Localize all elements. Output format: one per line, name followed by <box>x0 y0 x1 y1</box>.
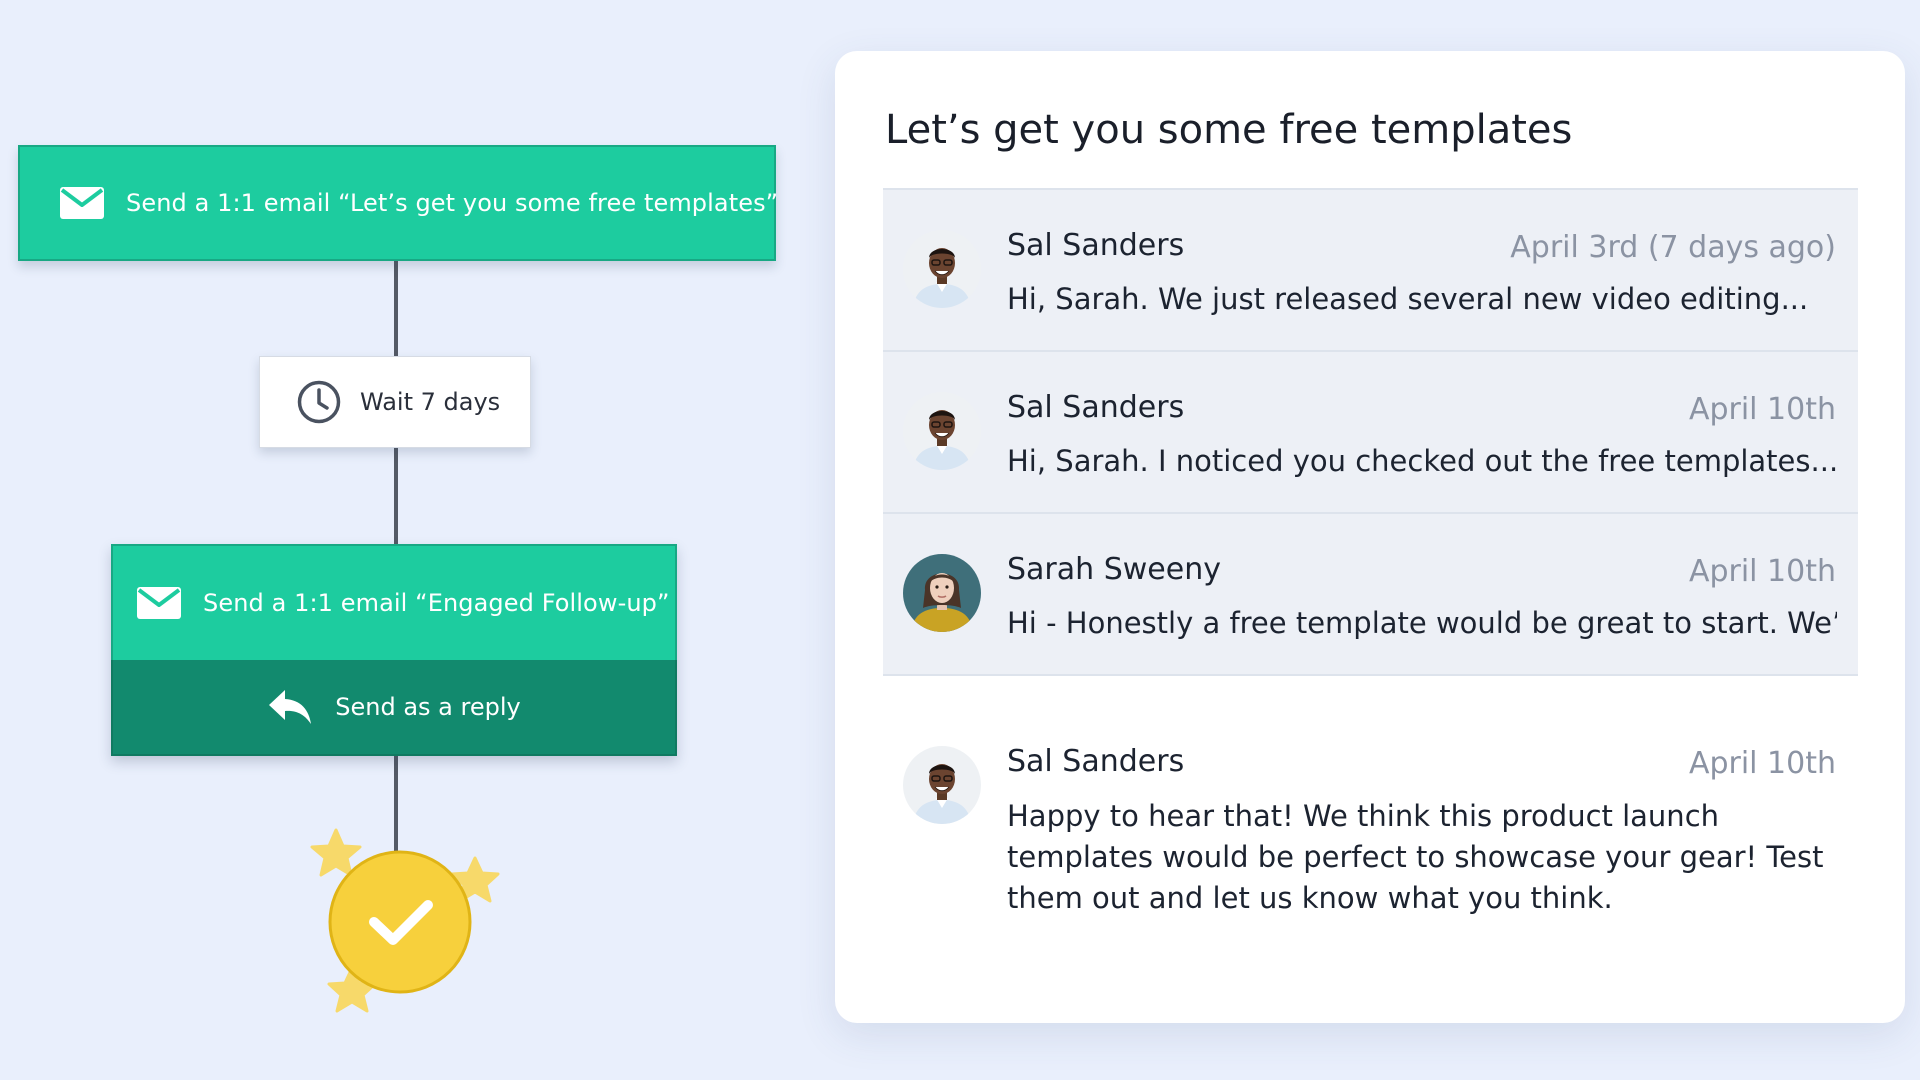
message-body: Happy to hear that! We think this produc… <box>1007 799 1824 915</box>
goal-complete-badge <box>300 820 520 1020</box>
envelope-icon <box>137 587 181 619</box>
send-as-reply-label: Send as a reply <box>335 693 521 721</box>
workflow-connector <box>394 448 398 544</box>
clock-icon <box>296 379 342 425</box>
message-list: Sal Sanders April 3rd (7 days ago) Hi, S… <box>883 188 1858 976</box>
message-date: April 10th <box>1688 392 1836 427</box>
followup-email-header[interactable]: Send a 1:1 email “Engaged Follow-up” <box>111 544 677 660</box>
email-thread-panel: Let’s get you some free templates Sal Sa… <box>835 51 1905 1023</box>
send-as-reply-option[interactable]: Send as a reply <box>111 660 677 756</box>
message-date: April 10th <box>1688 746 1836 781</box>
followup-email-label: Send a 1:1 email “Engaged Follow-up” <box>203 589 670 617</box>
message-preview: Hi, Sarah. We just released several new … <box>1007 282 1809 316</box>
reply-arrow-icon <box>267 688 313 726</box>
message-item[interactable]: Sal Sanders April 10th Hi, Sarah. I noti… <box>883 352 1858 514</box>
message-sender: Sal Sanders <box>1007 228 1185 263</box>
message-preview: Hi - Honestly a free template would be g… <box>1007 606 1837 640</box>
send-email-step-free-templates[interactable]: Send a 1:1 email “Let’s get you some fre… <box>18 145 779 261</box>
message-date: April 3rd (7 days ago) <box>1510 230 1836 265</box>
workflow-connector <box>394 756 398 852</box>
wait-step[interactable]: Wait 7 days <box>259 356 531 448</box>
avatar-sal-sanders <box>903 392 981 470</box>
star-icon <box>310 828 362 877</box>
avatar-sarah-sweeny <box>903 554 981 632</box>
message-item[interactable]: Sarah Sweeny April 10th Hi - Honestly a … <box>883 514 1858 676</box>
avatar-sal-sanders <box>903 230 981 308</box>
message-sender: Sarah Sweeny <box>1007 552 1221 587</box>
workflow-connector <box>394 261 398 356</box>
avatar-sal-sanders <box>903 746 981 824</box>
thread-title: Let’s get you some free templates <box>885 107 1573 153</box>
message-sender: Sal Sanders <box>1007 390 1185 425</box>
wait-step-label: Wait 7 days <box>360 388 501 416</box>
message-item[interactable]: Sal Sanders April 3rd (7 days ago) Hi, S… <box>883 190 1858 352</box>
send-email-step-engaged-follow-up[interactable]: Send a 1:1 email “Engaged Follow-up” Sen… <box>111 544 677 756</box>
message-sender: Sal Sanders <box>1007 744 1185 779</box>
message-item-expanded[interactable]: Sal Sanders April 10th Happy to hear tha… <box>883 676 1858 976</box>
send-email-step-label: Send a 1:1 email “Let’s get you some fre… <box>126 189 779 217</box>
message-date: April 10th <box>1688 554 1836 589</box>
envelope-icon <box>60 187 104 219</box>
message-preview: Hi, Sarah. I noticed you checked out the… <box>1007 444 1837 478</box>
checkmark-icon <box>369 900 433 945</box>
